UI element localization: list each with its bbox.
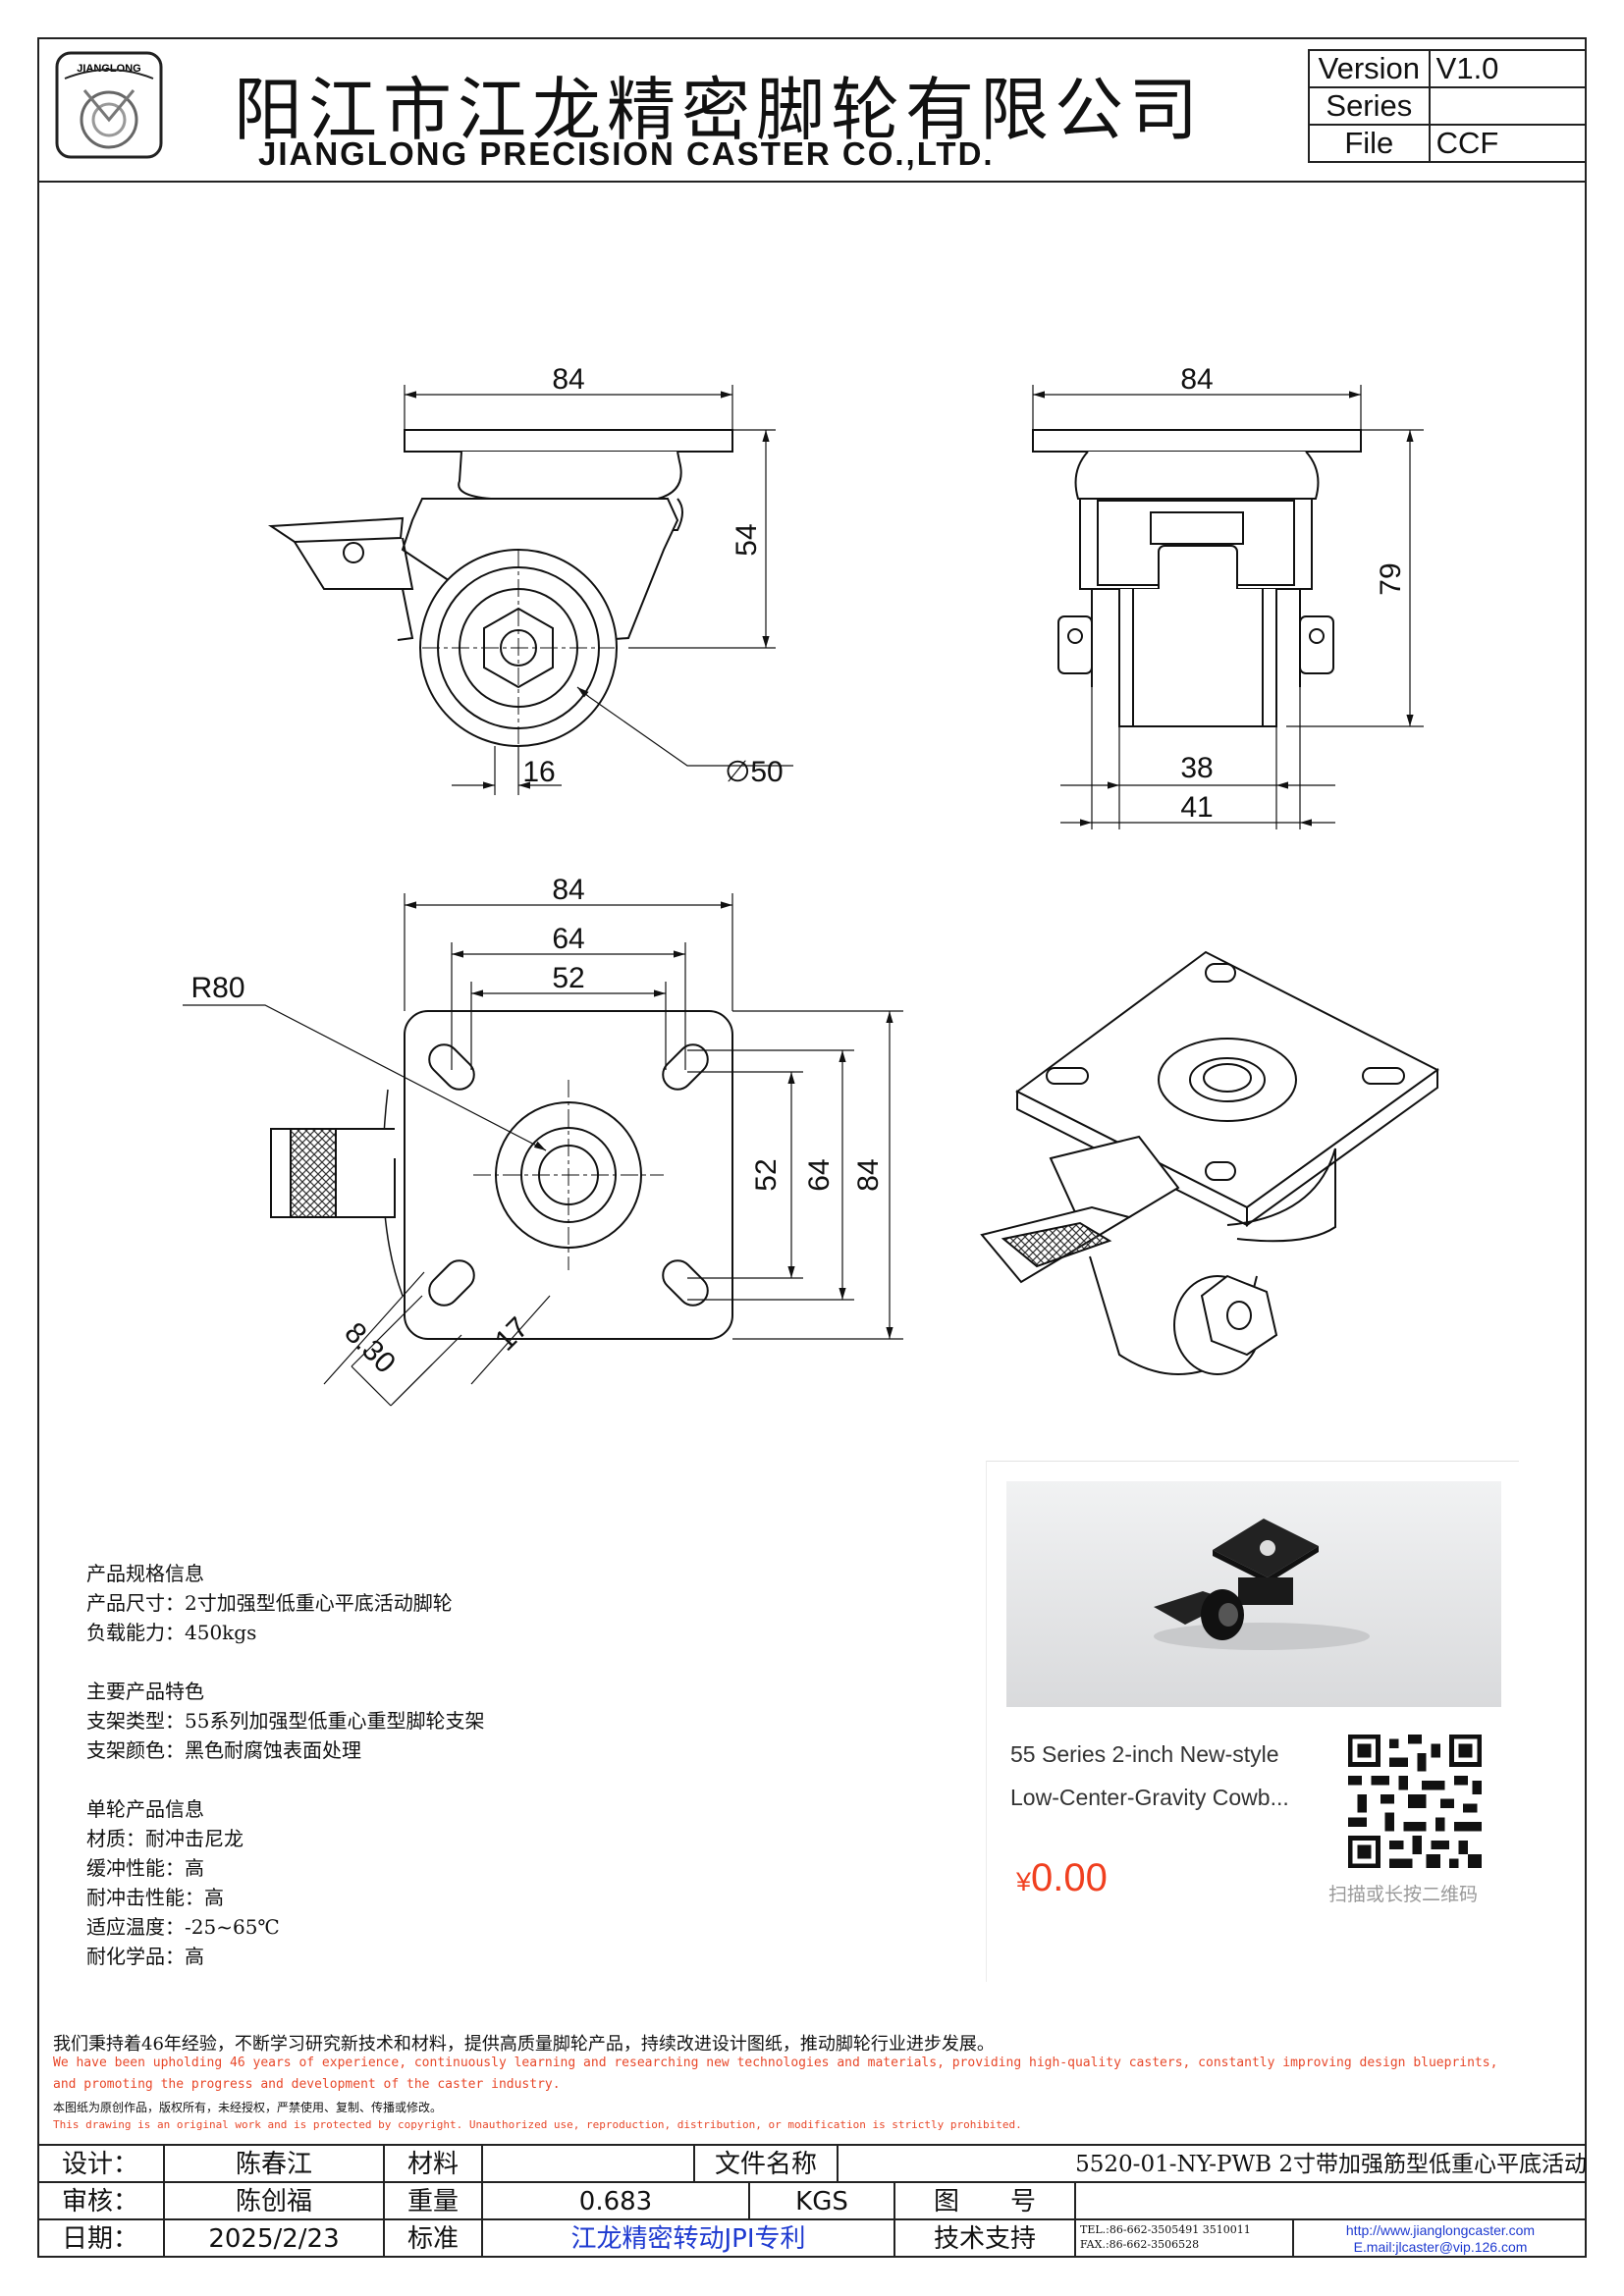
spec-impact: 耐冲击性能：高	[86, 1886, 224, 1909]
top-view	[270, 1010, 733, 1340]
front-dimensions	[1032, 385, 1424, 829]
date-label: 日期：	[37, 2220, 165, 2258]
copyright-cn: 本图纸为原创作品，版权所有，未经授权，严禁使用、复制、传播或修改。	[53, 2101, 443, 2114]
product-name[interactable]: 55 Series 2-inch New-style Low-Center-Gr…	[1010, 1733, 1325, 1819]
weight-unit: KGS	[750, 2183, 895, 2220]
filename-value: 5520-01-NY-PWB 2寸带加强筋型低重心平底活动	[839, 2146, 1587, 2183]
title-header: JIANGLONG 阳江市江龙精密脚轮有限公司 JIANGLONG PRECIS…	[37, 37, 1588, 183]
product-price: ¥0.00	[1016, 1856, 1108, 1900]
drawing-number-value	[1076, 2183, 1587, 2220]
filename-label: 文件名称	[695, 2146, 839, 2183]
side-view	[267, 429, 733, 747]
spec-bracket-color: 支架颜色：黑色耐腐蚀表面处理	[86, 1738, 361, 1762]
spec-chemical: 耐化学品：高	[86, 1945, 204, 1968]
spec-group-title: 单轮产品信息	[86, 1797, 204, 1821]
copyright-en: This drawing is an original work and is …	[53, 2118, 1022, 2131]
spec-size: 产品尺寸：2寸加强型低重心平底活动脚轮	[86, 1591, 453, 1615]
version-value: V1.0	[1428, 49, 1588, 88]
dim-v-inner: 52	[750, 1158, 783, 1191]
product-name-line1: 55 Series 2-inch New-style	[1010, 1741, 1279, 1767]
dim-wheel-width: 38	[1180, 752, 1213, 784]
material-label: 材料	[385, 2146, 483, 2183]
front-view	[1032, 429, 1362, 727]
website-link[interactable]: http://www.jianglongcaster.com	[1345, 2222, 1536, 2238]
statement-en-2: and promoting the progress and developme…	[53, 2077, 561, 2092]
dim-front-height: 79	[1375, 562, 1407, 595]
statement-en-1: We have been upholding 46 years of exper…	[53, 2056, 1498, 2070]
dim-offset: 16	[522, 756, 555, 788]
top-dimensions	[183, 893, 903, 1407]
file-value: CCF	[1428, 124, 1588, 163]
qr-caption: 扫描或长按二维码	[1328, 1884, 1479, 1905]
standard-label: 标准	[385, 2220, 483, 2258]
drawing-number-label: 图 号	[895, 2183, 1076, 2220]
spec-group-title: 产品规格信息	[86, 1562, 204, 1585]
price-value: 0.00	[1031, 1856, 1108, 1899]
dim-top-width: 84	[552, 874, 584, 906]
product-name-line2: Low-Center-Gravity Cowb...	[1010, 1785, 1289, 1810]
spec-material: 材质：耐冲击尼龙	[86, 1827, 244, 1850]
side-dimensions	[404, 385, 793, 795]
product-photo[interactable]	[1006, 1481, 1501, 1707]
series-value	[1428, 86, 1588, 126]
spec-load: 负载能力：450kgs	[86, 1621, 257, 1644]
designer-name: 陈春江	[165, 2146, 385, 2183]
tech-support-label: 技术支持	[895, 2220, 1076, 2258]
standard-value: 江龙精密转动JPI专利	[483, 2220, 895, 2258]
reviewer-name: 陈创福	[165, 2183, 385, 2220]
email-link[interactable]: E.mail:jlcaster@vip.126.com	[1353, 2239, 1528, 2255]
statement-cn: 我们秉持着46年经验，不断学习研究新技术和材料，提供高质量脚轮产品，持续改进设计…	[53, 2034, 995, 2055]
product-card[interactable]: 55 Series 2-inch New-style Low-Center-Gr…	[986, 1461, 1519, 1982]
company-statement: 我们秉持着46年经验，不断学习研究新技术和材料，提供高质量脚轮产品，持续改进设计…	[53, 2030, 1585, 2136]
weight-value: 0.683	[483, 2183, 750, 2220]
review-label: 审核：	[37, 2183, 165, 2220]
company-name-cn: 阳江市江龙精密脚轮有限公司	[234, 70, 1204, 150]
dim-radius: R80	[190, 972, 244, 1004]
version-table: Version V1.0 Series File CCF	[1308, 49, 1588, 163]
dim-leg-width: 41	[1180, 791, 1213, 824]
material-value	[483, 2146, 695, 2183]
file-label: File	[1308, 124, 1431, 163]
version-label: Version	[1308, 49, 1431, 88]
dim-v-total: 84	[852, 1158, 885, 1191]
tel-number: TEL.:86-662-3505491 3510011	[1080, 2223, 1251, 2236]
product-spec: 产品规格信息 产品尺寸：2寸加强型低重心平底活动脚轮 负载能力：450kgs 主…	[86, 1559, 484, 2001]
spec-cushion: 缓冲性能：高	[86, 1856, 204, 1880]
dim-wheel-diameter: ∅50	[725, 756, 784, 788]
fax-number: FAX.:86-662-3506528	[1080, 2238, 1200, 2251]
design-label: 设计：	[37, 2146, 165, 2183]
dim-front-width: 84	[1180, 363, 1213, 396]
series-label: Series	[1308, 86, 1431, 126]
dim-hole-span-inner: 52	[552, 962, 584, 994]
company-name-en: JIANGLONG PRECISION CASTER CO.,LTD.	[258, 135, 995, 172]
spec-bracket-type: 支架类型：55系列加强型低重心重型脚轮支架	[86, 1709, 485, 1733]
isometric-view	[980, 950, 1439, 1375]
company-logo: JIANGLONG	[55, 51, 163, 159]
date-value: 2025/2/23	[165, 2220, 385, 2258]
weight-label: 重量	[385, 2183, 483, 2220]
dim-hole-span-outer: 64	[552, 923, 584, 955]
spec-group-title: 主要产品特色	[86, 1680, 204, 1703]
dim-side-width: 84	[552, 363, 584, 396]
title-block: 设计： 陈春江 材料 文件名称 5520-01-NY-PWB 2寸带加强筋型低重…	[37, 2144, 1587, 2258]
dim-v-outer: 64	[803, 1158, 836, 1191]
currency-symbol: ¥	[1016, 1867, 1032, 1896]
spec-temperature: 适应温度：-25~65℃	[86, 1915, 280, 1939]
contact-web: http://www.jianglongcaster.com E.mail:jl…	[1294, 2220, 1587, 2258]
contact-phone: TEL.:86-662-3505491 3510011 FAX.:86-662-…	[1076, 2220, 1294, 2258]
drawing-frame	[37, 37, 1587, 2258]
dim-side-height: 54	[731, 523, 763, 556]
qr-code-icon[interactable]	[1348, 1735, 1482, 1868]
